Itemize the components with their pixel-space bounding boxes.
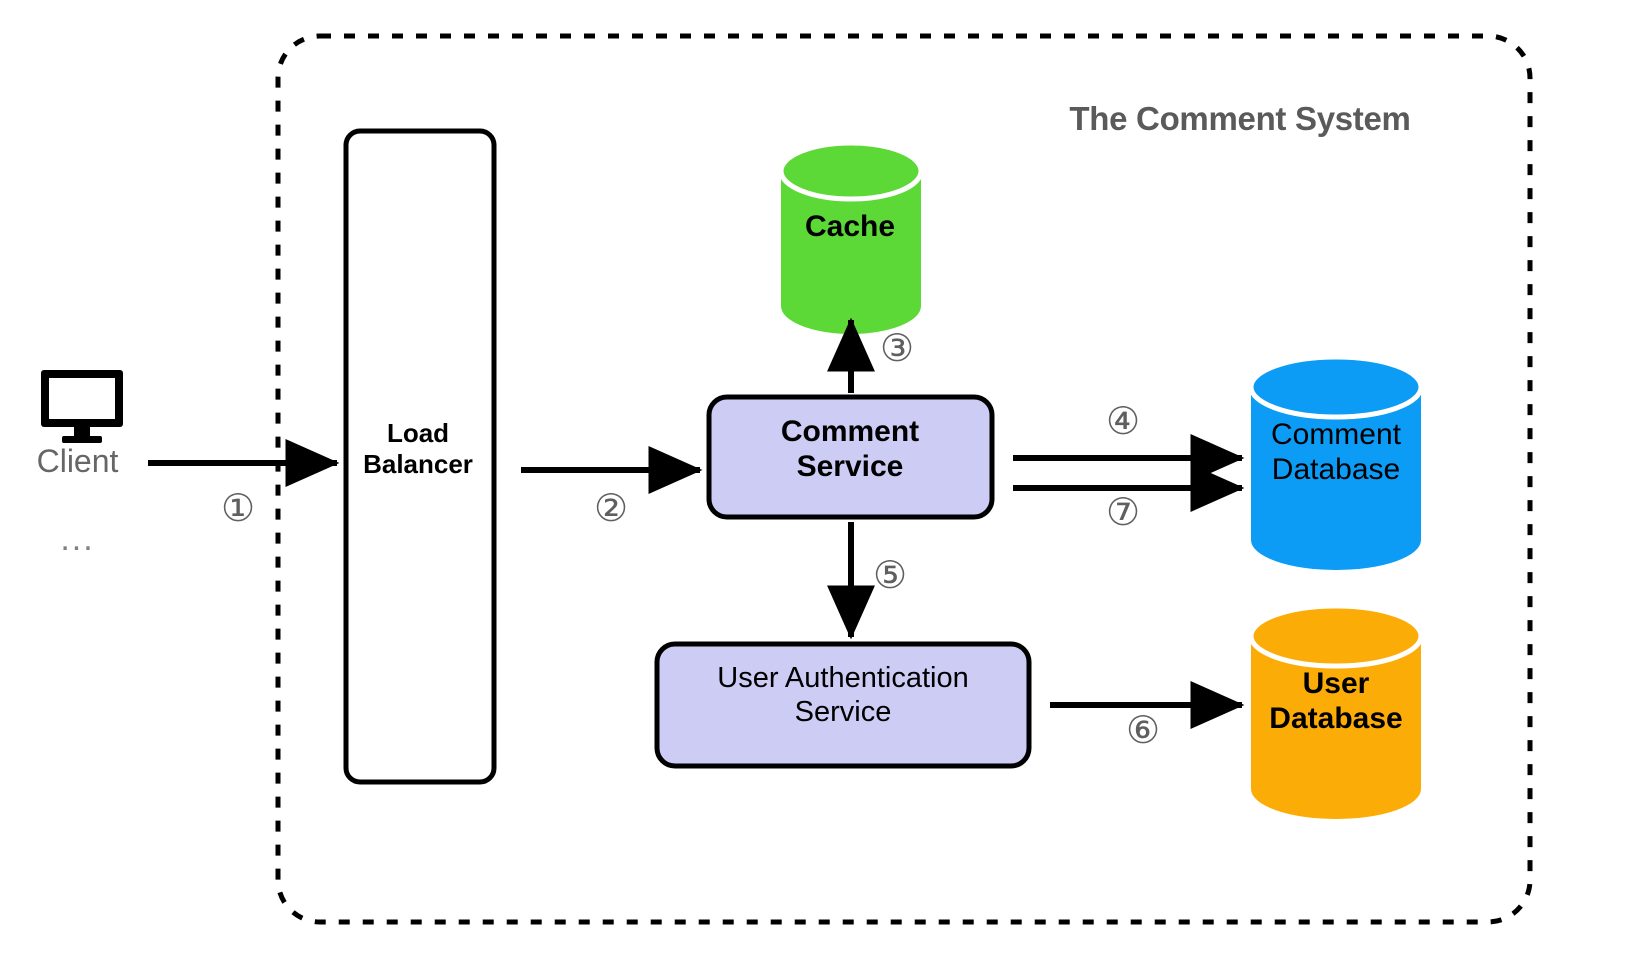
step-marker-7: ⑦	[1105, 492, 1141, 534]
step-marker-3: ③	[879, 328, 915, 370]
load-balancer-box[interactable]	[343, 128, 497, 785]
step-marker-1: ①	[220, 488, 256, 530]
step-marker-5: ⑤	[872, 555, 908, 597]
step-marker-2: ②	[593, 488, 629, 530]
client-label: Client	[36, 443, 119, 479]
comment-service-box[interactable]	[706, 394, 995, 520]
step-marker-6: ⑥	[1125, 710, 1161, 752]
cache-cylinder[interactable]	[778, 140, 924, 334]
user-database-cylinder[interactable]	[1248, 603, 1424, 819]
step-marker-4: ④	[1105, 401, 1141, 443]
client-ellipsis: ...	[60, 520, 95, 558]
user-authentication-service-box[interactable]	[654, 641, 1032, 769]
desktop-monitor-icon	[41, 370, 123, 443]
page-title: The Comment System	[1069, 100, 1411, 137]
comment-database-cylinder[interactable]	[1248, 354, 1424, 570]
system-boundary	[275, 33, 1533, 925]
